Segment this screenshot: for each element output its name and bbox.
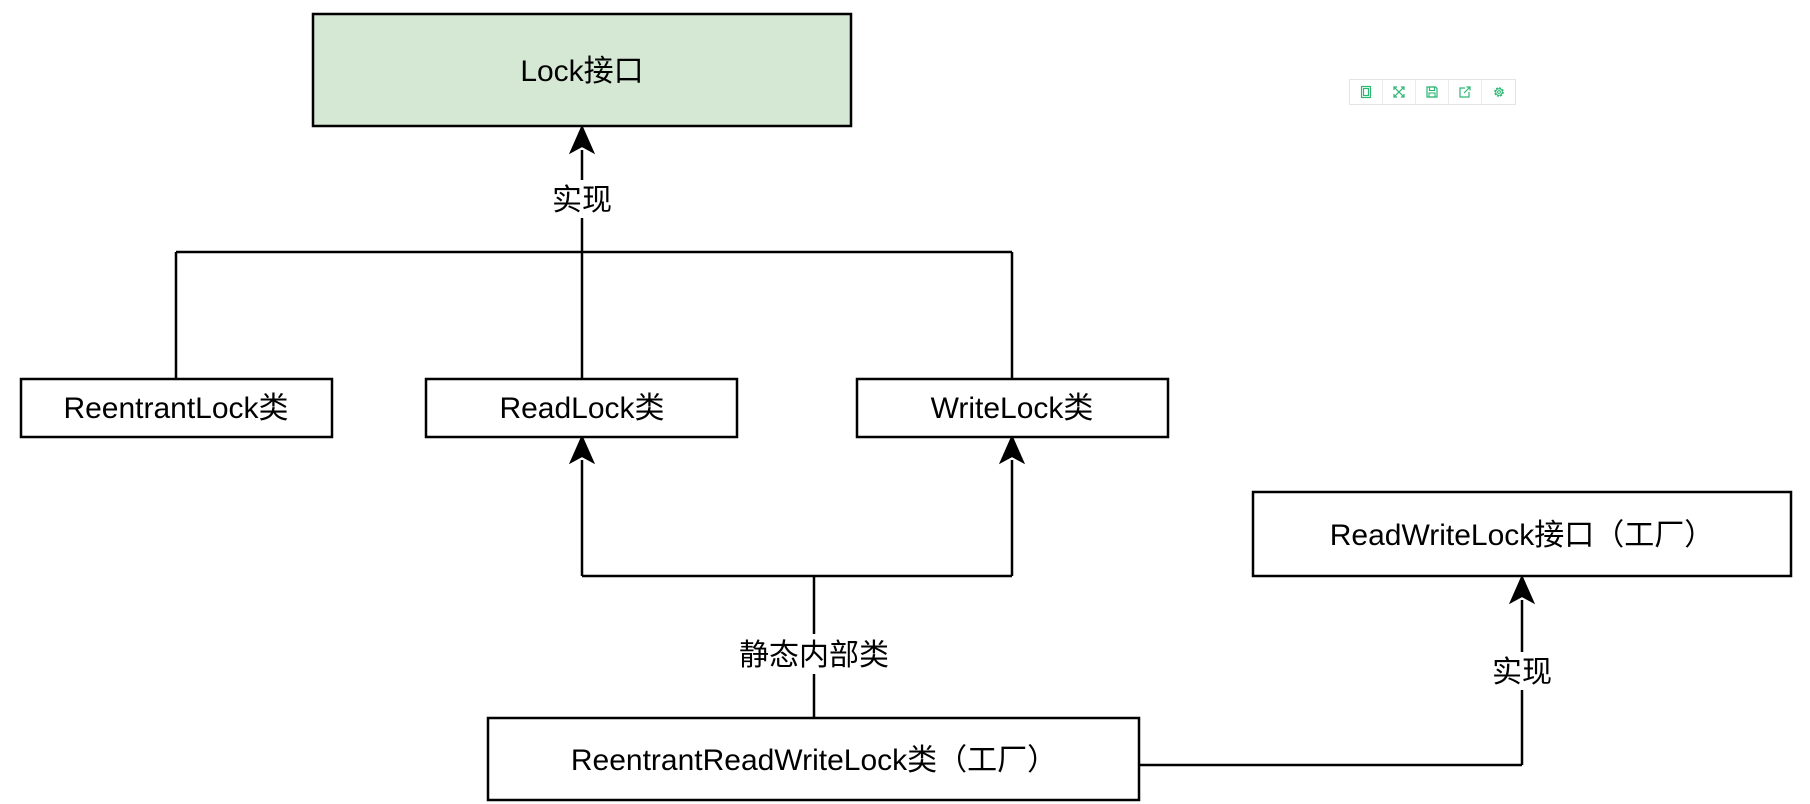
node-label: WriteLock类 (931, 392, 1094, 425)
node-label: ReadWriteLock接口（工厂） (1330, 519, 1715, 552)
arrowhead-readlock (568, 434, 596, 465)
open-external-button[interactable] (1449, 80, 1482, 104)
edge-static-inner-class: 静态内部类 (568, 434, 1026, 717)
save-icon (1426, 86, 1438, 98)
node-label: ReentrantLock类 (63, 392, 288, 425)
settings-button[interactable] (1482, 80, 1515, 104)
node-read-lock[interactable]: ReadLock类 (424, 377, 739, 439)
save-button[interactable] (1416, 80, 1449, 104)
edge-label-static-inner-class: 静态内部类 (739, 639, 889, 672)
node-reentrant-read-write-lock[interactable]: ReentrantReadWriteLock类（工厂） (486, 716, 1141, 802)
open-external-icon (1459, 86, 1471, 98)
node-label: Lock接口 (520, 55, 643, 88)
arrowhead-read-write-lock (1508, 574, 1536, 605)
edge-implements-read-write-lock: 实现 (1139, 574, 1556, 767)
arrowhead-writelock (998, 434, 1026, 465)
edge-label-bg (1488, 652, 1556, 690)
node-read-write-lock-interface[interactable]: ReadWriteLock接口（工厂） (1251, 490, 1793, 578)
edge-label-bg (548, 180, 616, 218)
fit-page-icon (1360, 85, 1372, 99)
edge-implements-lock: 实现 (174, 124, 1014, 378)
settings-icon (1493, 87, 1504, 97)
fit-page-button[interactable] (1350, 80, 1383, 104)
node-box (1251, 490, 1793, 578)
node-box (424, 377, 739, 439)
edge-label-implements-lock: 实现 (552, 184, 612, 217)
node-box (311, 12, 853, 128)
fullscreen-icon (1393, 86, 1405, 98)
node-box (855, 377, 1170, 439)
arrowhead-lock (568, 124, 596, 155)
edge-label-bg (728, 634, 900, 674)
node-box (19, 377, 334, 439)
node-write-lock[interactable]: WriteLock类 (855, 377, 1170, 439)
edge-label-implements-read-write-lock: 实现 (1492, 656, 1552, 689)
node-box (486, 716, 1141, 802)
viewer-toolbar (1349, 79, 1516, 105)
node-reentrant-lock[interactable]: ReentrantLock类 (19, 377, 334, 439)
node-label: ReadLock类 (499, 392, 664, 425)
node-label: ReentrantReadWriteLock类（工厂） (571, 744, 1057, 777)
fullscreen-button[interactable] (1383, 80, 1416, 104)
node-lock-interface[interactable]: Lock接口 (311, 12, 853, 128)
